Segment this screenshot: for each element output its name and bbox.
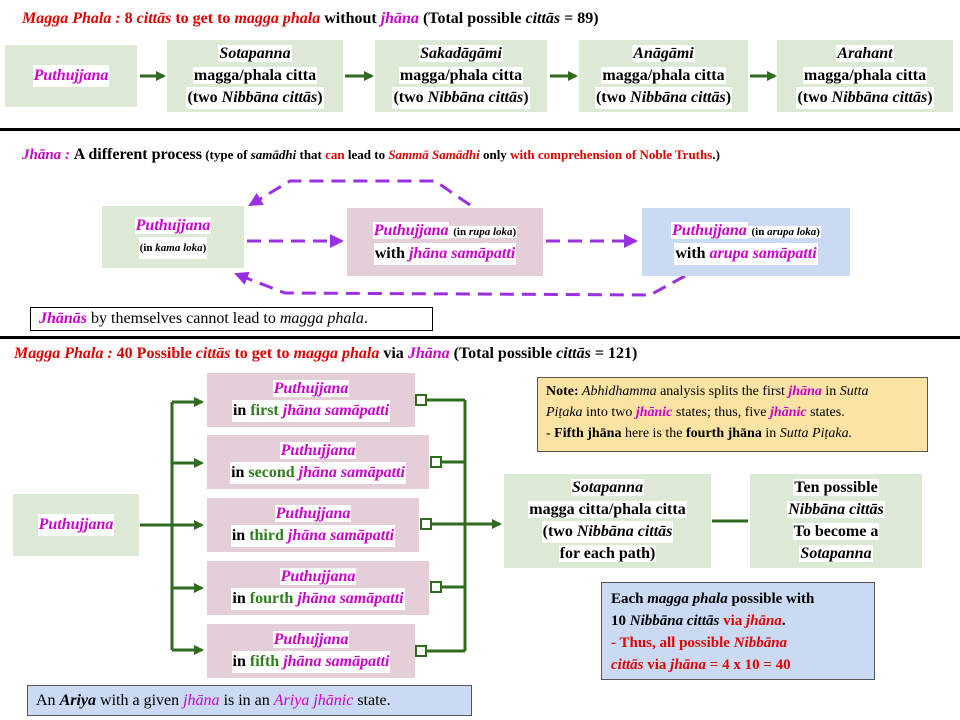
s1-anagami-box: Anāgāmi magga/phala citta (two Nibbāna c… [579,40,748,112]
s3-first-jhana-box: Puthujjana in first jhāna samāpatti [207,373,415,427]
s1-puthujjana-box: Puthujjana [5,45,137,107]
s3-ariya-box: An Ariya with a given jhāna is in an Ari… [27,685,472,716]
s3-sotapanna-box: Sotapanna magga citta/phala citta (two N… [504,474,711,568]
s2-puthujjana-arupa-box: Puthujjana (in arupa loka) with arupa sa… [642,208,850,276]
s3-ten-cittas-box: Ten possible Nibbāna cittās To become a … [750,474,922,568]
divider-2 [0,336,960,339]
divider-1 [0,128,960,131]
s3-fourth-jhana-box: Puthujjana in fourth jhāna samāpatti [207,561,429,615]
section3-title: Magga Phala : 40 Possible cittās to get … [14,345,638,362]
section2-title: Jhāna : A different process (type of sam… [22,146,720,163]
s1-arahant-box: Arahant magga/phala citta (two Nibbāna c… [777,40,953,112]
arrow-s2-return-bottom [234,271,686,297]
s2-puthujjana-kama-box: Puthujjana (in kama loka) [102,206,244,268]
s1-sakadagami-box: Sakadāgāmi magga/phala citta (two Nibbān… [375,40,547,112]
s1-sotapanna-box: Sotapanna magga/phala citta (two Nibbāna… [167,40,343,112]
s3-fifth-jhana-box: Puthujjana in fifth jhāna samāpatti [207,624,415,678]
s3-third-jhana-box: Puthujjana in third jhāna samāpatti [207,498,419,552]
s3-second-jhana-box: Puthujjana in second jhāna samāpatti [207,435,429,489]
s3-puthujjana-box: Puthujjana [13,494,139,556]
arrow-s2-return-top [248,179,471,207]
s2-note-box: Jhānās by themselves cannot lead to magg… [30,307,433,331]
section1-title: Magga Phala : 8 cittās to get to magga p… [22,10,599,27]
s3-each-magga-box: Each magga phala possible with 10 Nibbān… [601,582,875,680]
s3-note-box: Note: Abhidhamma analysis splits the fir… [537,377,928,452]
s2-puthujjana-rupa-box: Puthujjana (in rupa loka) with jhāna sam… [347,208,543,276]
